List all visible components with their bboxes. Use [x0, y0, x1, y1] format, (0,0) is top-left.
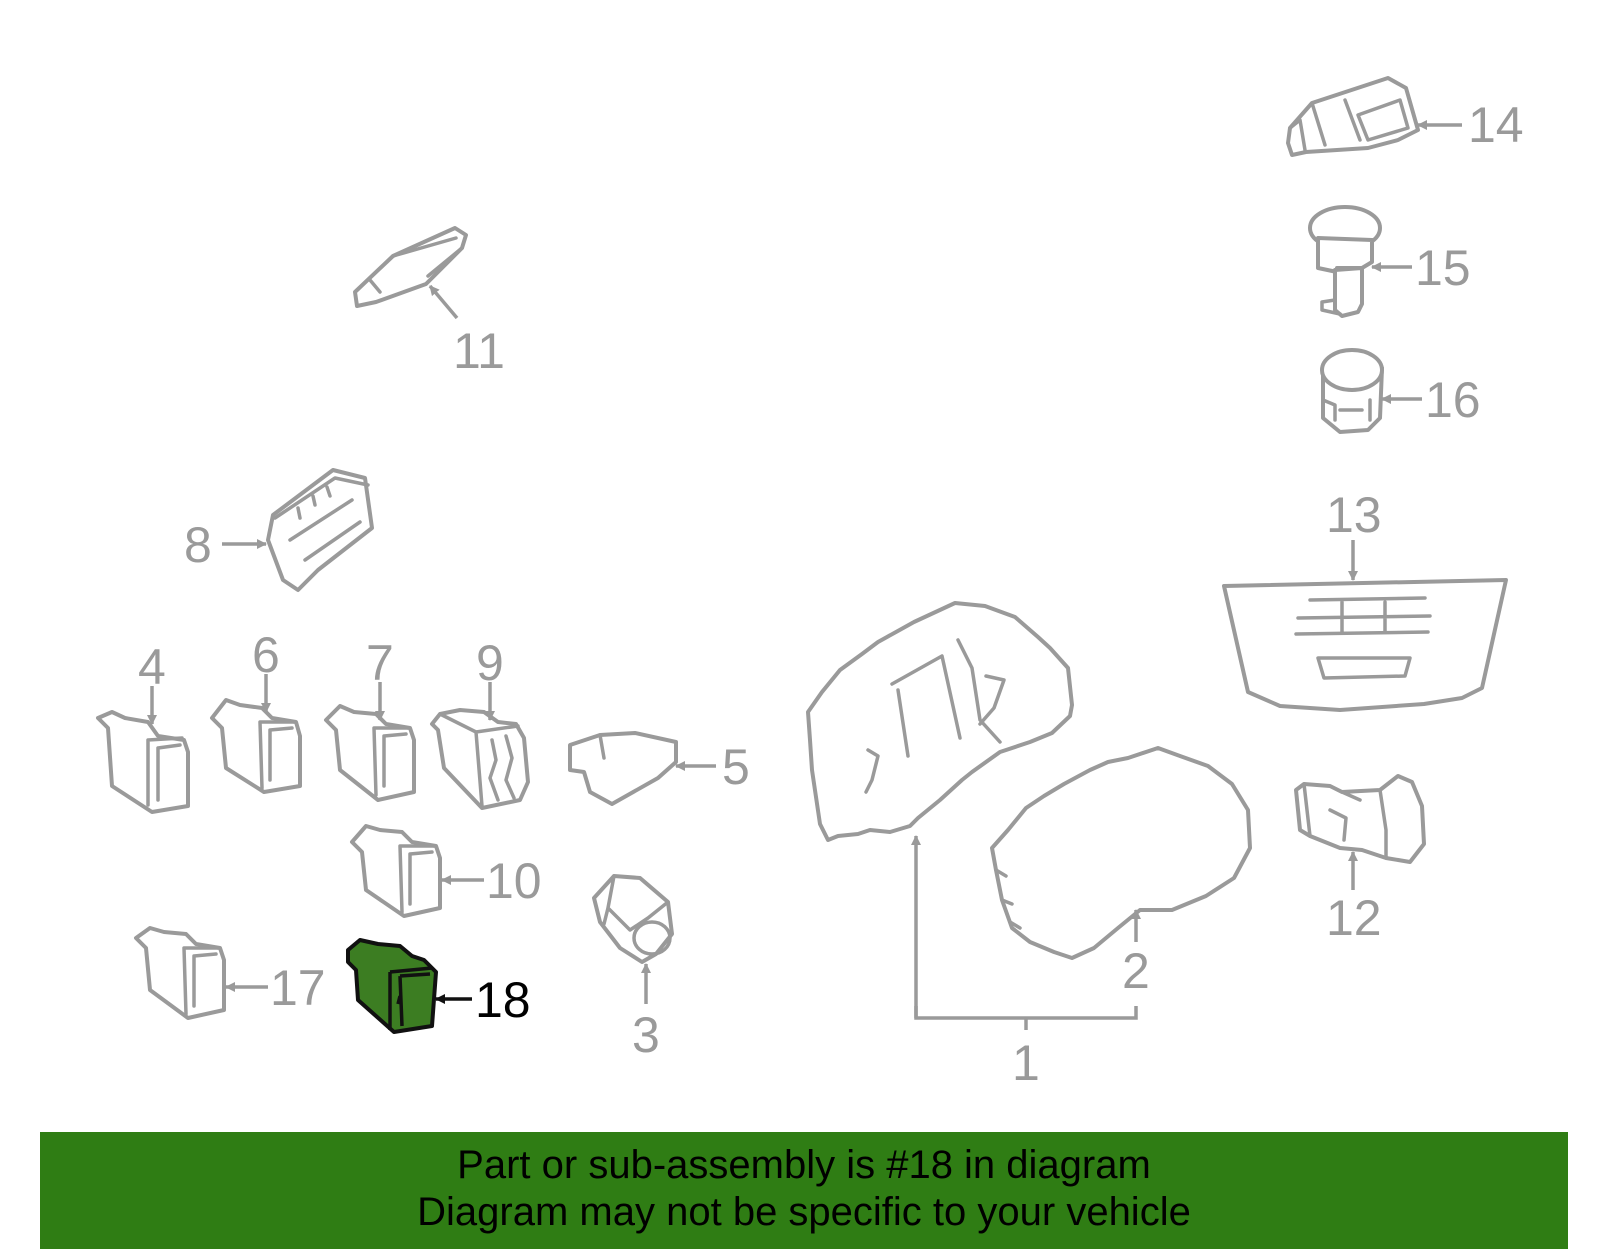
part-8-switch-block [266, 468, 374, 592]
part-17-switch [134, 926, 226, 1020]
part-2-cluster-face [990, 746, 1252, 960]
callout-7: 7 [366, 635, 394, 691]
callout-4: 4 [138, 639, 166, 695]
callout-15: 15 [1415, 240, 1471, 296]
part-11-switch [353, 226, 468, 308]
callout-16: 16 [1425, 372, 1481, 428]
part-13-control-panel [1222, 578, 1508, 712]
callout-8: 8 [184, 517, 212, 573]
callout-5: 5 [722, 739, 750, 795]
part-16-button [1320, 348, 1384, 434]
part-15-button [1308, 205, 1382, 318]
part-18-switch-highlighted [346, 938, 438, 1034]
part-14-switch [1286, 76, 1420, 157]
callout-13: 13 [1326, 487, 1382, 543]
part-12-switch [1294, 774, 1426, 864]
callout-9: 9 [476, 635, 504, 691]
bracket-1 [914, 1006, 1138, 1020]
part-7-switch [324, 704, 416, 802]
callout-17: 17 [270, 960, 326, 1016]
callout-18: 18 [475, 972, 531, 1028]
part-10-switch [350, 824, 442, 918]
part-1-instrument-cluster [806, 601, 1074, 842]
banner-line-1: Part or sub-assembly is #18 in diagram [457, 1143, 1151, 1187]
part-6-switch [210, 698, 302, 794]
leader-11 [428, 284, 459, 320]
callout-1: 1 [1012, 1035, 1040, 1091]
callout-11: 11 [453, 323, 505, 379]
banner-line-2: Diagram may not be specific to your vehi… [417, 1190, 1191, 1234]
callout-6: 6 [252, 627, 280, 683]
parts-diagram: 14 15 16 11 8 4 6 [96, 76, 1524, 1091]
part-9-switch [430, 708, 530, 810]
callout-2: 2 [1122, 943, 1150, 999]
info-banner: Part or sub-assembly is #18 in diagram D… [40, 1132, 1568, 1249]
callout-10: 10 [486, 853, 542, 909]
callout-12: 12 [1326, 890, 1382, 946]
callout-14: 14 [1468, 97, 1524, 153]
part-3-switch [592, 874, 674, 964]
part-5-plate [568, 731, 678, 806]
part-4-switch [96, 710, 190, 814]
callout-3: 3 [632, 1007, 660, 1063]
